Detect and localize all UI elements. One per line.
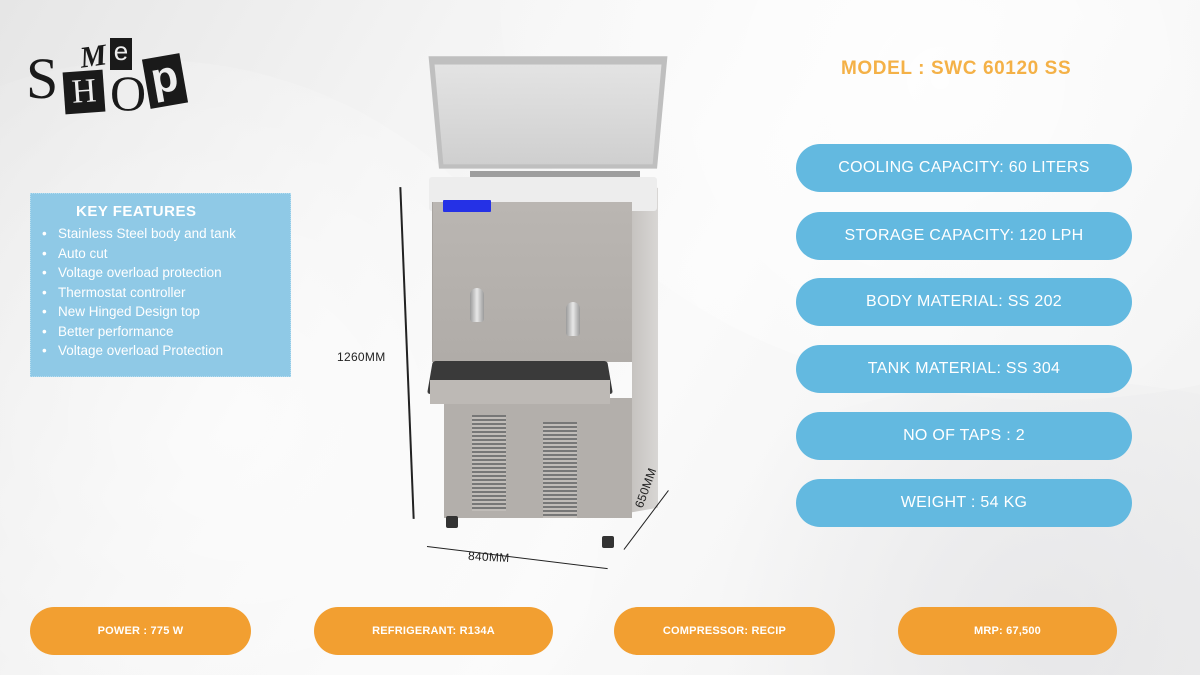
logo-letter-m: M — [77, 38, 109, 75]
tap-icon — [470, 288, 484, 322]
model-title: MODEL : SWC 60120 SS — [841, 58, 1072, 79]
spec-compressor: COMPRESSOR: RECIP — [614, 607, 835, 655]
cooler-front-panel — [432, 202, 632, 362]
logo-letter-p: p — [141, 51, 189, 109]
spec-storage-capacity: STORAGE CAPACITY: 120 LPH — [796, 212, 1132, 260]
spec-body-material: BODY MATERIAL: SS 202 — [796, 278, 1132, 326]
feature-item: Better performance — [39, 322, 290, 342]
tap-icon — [566, 302, 580, 336]
spec-refrigerant: REFRIGERANT: R134A — [314, 607, 553, 655]
spec-tank-material: TANK MATERIAL: SS 304 — [796, 345, 1132, 393]
meshop-logo: S H M e O p — [22, 38, 192, 118]
feature-item: Stainless Steel body and tank — [39, 224, 290, 244]
spec-weight: WEIGHT : 54 KG — [796, 479, 1132, 527]
vent-grille — [472, 415, 506, 511]
height-dimension-label: 1260MM — [337, 350, 386, 364]
logo-letter-s: S — [26, 46, 59, 111]
key-features-panel: KEY FEATURES Stainless Steel body and ta… — [30, 193, 291, 377]
feature-item: Thermostat controller — [39, 283, 290, 303]
width-dimension-label: 840MM — [467, 548, 510, 566]
vent-grille — [543, 422, 577, 518]
spec-no-of-taps: NO OF TAPS : 2 — [796, 412, 1132, 460]
cooler-foot — [602, 536, 614, 548]
logo-letter-o: O — [110, 65, 147, 121]
drip-tray-front — [430, 380, 610, 404]
key-features-list: Stainless Steel body and tank Auto cut V… — [39, 224, 290, 361]
logo-letter-e: e — [110, 38, 132, 70]
spec-power: POWER : 775 W — [30, 607, 251, 655]
feature-item: Auto cut — [39, 244, 290, 264]
spec-cooling-capacity: COOLING CAPACITY: 60 LITERS — [796, 144, 1132, 192]
water-cooler-image — [400, 40, 690, 580]
logo-letter-h: H — [62, 69, 106, 115]
spec-mrp: MRP: 67,500 — [898, 607, 1117, 655]
brand-badge-icon — [443, 200, 491, 212]
feature-item: New Hinged Design top — [39, 302, 290, 322]
key-features-heading: KEY FEATURES — [76, 203, 197, 220]
cooler-foot — [446, 516, 458, 528]
feature-item: Voltage overload Protection — [39, 341, 290, 361]
feature-item: Voltage overload protection — [39, 263, 290, 283]
cooler-side-panel — [632, 187, 658, 513]
cooler-open-lid — [428, 56, 668, 169]
